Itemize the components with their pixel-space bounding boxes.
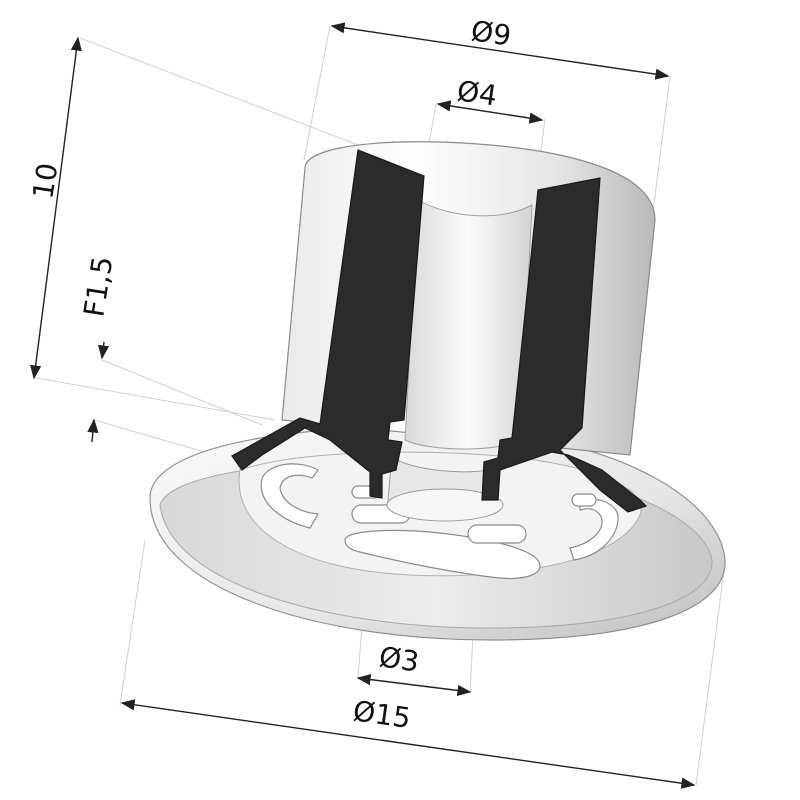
cup-floor-grooves: [260, 463, 619, 580]
dim-line-height-10: [30, 36, 82, 380]
label-diameter-9: Ø9: [469, 14, 513, 52]
label-diameter-15: Ø15: [351, 694, 413, 735]
dimension-lines: [30, 22, 696, 789]
dim-line-diameter-15: [120, 699, 696, 789]
extension-lines: [35, 25, 725, 786]
dim-line-diameter-3: [356, 674, 472, 696]
label-bellows-height: F1,5: [77, 254, 119, 319]
dim-line-bellows-height: [98, 341, 110, 360]
section-cut-faces: [231, 149, 648, 513]
label-height-10: 10: [26, 161, 64, 201]
label-diameter-4: Ø4: [455, 74, 499, 112]
dim-line-bellows-height-lower: [87, 418, 99, 443]
label-diameter-3: Ø3: [377, 640, 421, 678]
dim-line-diameter-4: [436, 100, 544, 124]
dim-line-diameter-9: [330, 22, 670, 80]
